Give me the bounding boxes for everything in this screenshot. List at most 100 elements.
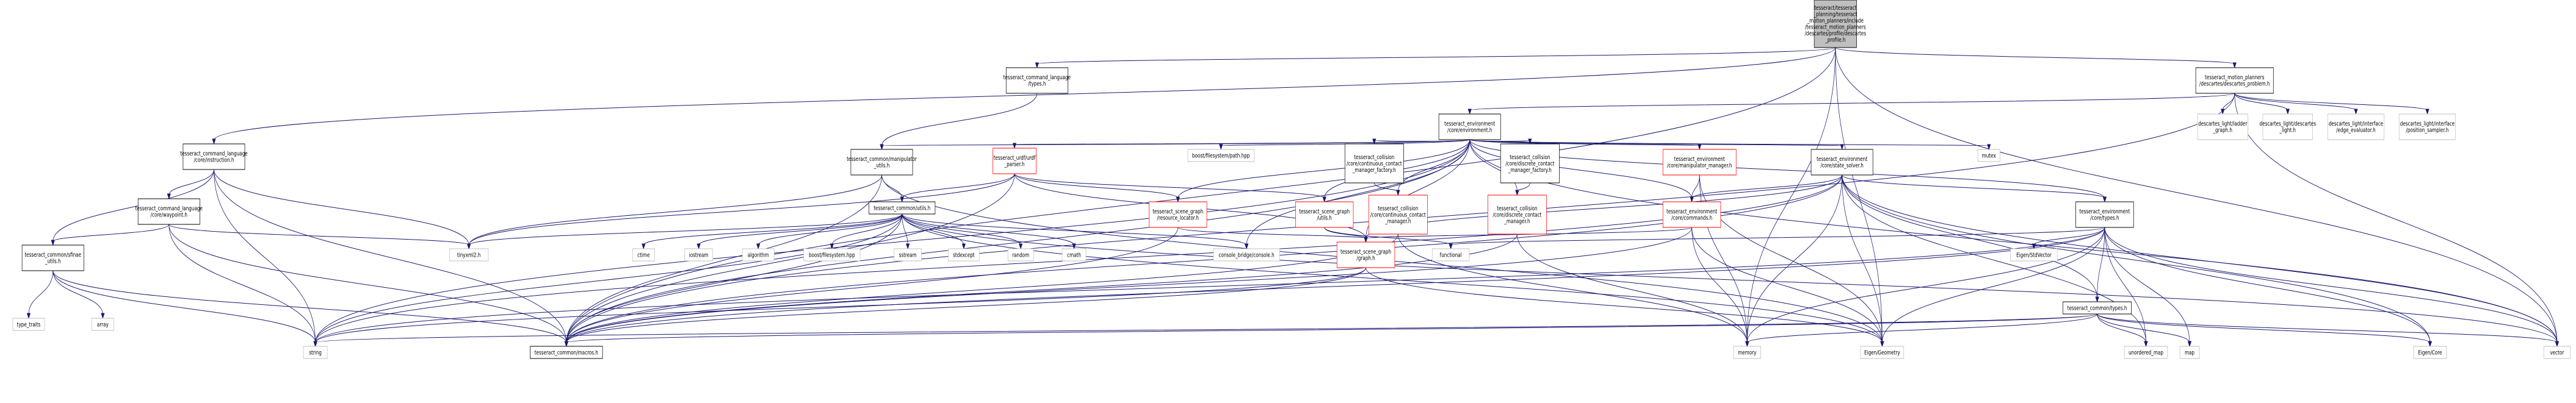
node-label-line: map	[2185, 349, 2194, 356]
node-instruction[interactable]: tesseract_command_language/core/instruct…	[180, 143, 248, 170]
node-label-line: /edge_evaluator.h	[2336, 127, 2376, 134]
node-commands[interactable]: tesseract_environment/core/commands.h	[1662, 201, 1721, 228]
node-layer: tesseract/tesseract_planning/tesseract_m…	[12, 0, 2571, 359]
node-root[interactable]: tesseract/tesseract_planning/tesseract_m…	[1805, 0, 1867, 48]
dependency-edge	[1746, 227, 2105, 343]
edge-arrowhead	[26, 313, 31, 319]
node-macros[interactable]: tesseract_common/macros.h	[530, 346, 603, 359]
node-label-line: tesseract_command_language	[1004, 74, 1071, 81]
node-resource-locator[interactable]: tesseract_scene_graph/resource_locator.h	[1149, 201, 1207, 228]
dependency-edge	[1178, 227, 1366, 239]
dependency-edge	[1842, 174, 1883, 343]
edge-arrowhead	[2285, 109, 2290, 115]
edge-arrowhead	[1467, 109, 1472, 115]
node-env-types[interactable]: tesseract_environment/core/types.h	[2075, 201, 2134, 228]
dependency-edge	[902, 173, 1015, 199]
node-urdf-parser[interactable]: tesseract_urdf/urdf_parser.h	[993, 148, 1037, 174]
dependency-edge	[2033, 227, 2105, 246]
node-state-solver[interactable]: tesseract_environment/core/state_solver.…	[1811, 149, 1873, 176]
node-environment[interactable]: tesseract_environment/core/environment.h	[1438, 113, 1501, 140]
dependency-edge	[168, 224, 316, 343]
dependency-edge	[1842, 174, 2431, 343]
dependency-edge	[1746, 47, 1836, 343]
node-disc-contact-manager[interactable]: tesseract_collision/core/discrete_contac…	[1487, 194, 1547, 235]
node-label-line: /core/state_solver.h	[1820, 163, 1864, 169]
dependency-edge	[1691, 227, 1748, 343]
node-position-sampler: descartes_light/interface/position_sampl…	[2398, 113, 2456, 140]
edge-arrowhead	[1515, 190, 1519, 196]
node-box	[1438, 113, 1501, 140]
edge-arrowhead	[900, 196, 904, 203]
node-string: string	[303, 346, 328, 359]
dependency-edge	[902, 213, 2558, 343]
node-label-line: tesseract_common/manipulator	[847, 156, 917, 163]
node-label-line: tinyxml2.h	[457, 252, 480, 259]
node-label-line: /core/commands.h	[1671, 215, 1712, 222]
node-cont-contact-manager[interactable]: tesseract_collision/core/continuous_cont…	[1368, 194, 1428, 235]
node-label-line: tesseract_common/sfinae	[24, 252, 81, 259]
edge-arrowhead	[2555, 341, 2560, 348]
node-manipulator-manager[interactable]: tesseract_environment/core/manipulator_m…	[1662, 149, 1737, 176]
edge-arrowhead	[467, 243, 471, 250]
node-label-line: tesseract_common/types.h	[2068, 305, 2127, 312]
node-label-line: _utils.h	[874, 163, 890, 169]
node-label-line: Eigen/Core	[2418, 349, 2442, 356]
node-eigen-geometry: Eigen/Geometry	[1860, 346, 1905, 359]
dependency-edge	[566, 227, 1179, 343]
node-label-line: tesseract_environment	[1444, 121, 1496, 127]
node-label-line: tesseract_collision	[1378, 205, 1418, 212]
dependency-edge	[2104, 227, 2558, 343]
node-sfinae-utils[interactable]: tesseract_common/sfinae_utils.h	[21, 244, 84, 271]
dependency-edge	[1324, 227, 1452, 246]
node-box	[2124, 346, 2168, 359]
node-waypoint[interactable]: tesseract_command_language/core/waypoint…	[136, 198, 203, 225]
node-common-utils[interactable]: tesseract_common/utils.h	[869, 201, 936, 215]
edge-arrowhead	[1880, 341, 1884, 348]
node-disc-contact-factory[interactable]: tesseract_collision/core/discrete_contac…	[1500, 143, 1560, 184]
node-box	[948, 248, 980, 262]
node-sg-graph[interactable]: tesseract_scene_graph/graph.h	[1336, 241, 1395, 268]
dependency-edge	[881, 174, 903, 199]
node-cl-types[interactable]: tesseract_command_language/types.h	[1004, 67, 1071, 94]
node-manipulator-utils[interactable]: tesseract_common/manipulator_utils.h	[847, 149, 917, 176]
edge-arrowhead	[2354, 109, 2358, 115]
edge-arrowhead	[880, 144, 884, 151]
node-label-line: /core/continuous_contact	[1370, 212, 1426, 218]
edge-arrowhead	[212, 138, 216, 145]
node-label-line: algorithm	[748, 252, 769, 259]
node-label-line: tesseract_environment	[1674, 156, 1726, 163]
node-label-line: /core/discrete_contact	[1492, 212, 1541, 218]
node-sstream: sstream	[894, 248, 922, 262]
dependency-edge	[315, 267, 1366, 343]
node-box	[684, 248, 714, 262]
node-sg-utils[interactable]: tesseract_scene_graph/utils.h	[1295, 201, 1354, 228]
node-label-line: /core/instruction.h	[194, 157, 234, 164]
node-label-line: /descartes/profile/descartes	[1805, 30, 1867, 37]
dependency-edge	[1746, 174, 1842, 343]
node-eigen-core: Eigen/Core	[2413, 346, 2447, 359]
node-label-line: tesseract/tesseract	[1814, 5, 1857, 12]
edge-arrowhead	[756, 243, 761, 250]
dependency-edge	[214, 169, 469, 246]
dependency-edge	[1014, 173, 1325, 199]
node-label-line: vector	[2550, 349, 2564, 356]
edge-layer	[26, 47, 2560, 348]
node-common-types[interactable]: tesseract_common/types.h	[2063, 301, 2132, 315]
dependency-edge	[566, 213, 903, 343]
node-cont-contact-factory[interactable]: tesseract_collision/core/continuous_cont…	[1344, 143, 1404, 184]
dependency-edge	[1517, 182, 1530, 192]
edge-arrowhead	[696, 243, 701, 250]
edge-arrowhead	[1035, 62, 1039, 69]
node-label-line: _graph.h	[2213, 127, 2232, 134]
dependency-edge	[52, 169, 214, 242]
node-box	[1487, 194, 1547, 235]
node-box	[742, 248, 775, 262]
dependency-edge	[1699, 174, 1748, 343]
node-descartes-problem[interactable]: tesseract_motion_planners/descartes/desc…	[2195, 67, 2274, 94]
dependency-edge	[902, 213, 1021, 246]
node-label-line: random	[1012, 252, 1029, 259]
node-label-line: tesseract_motion_planners	[2205, 74, 2265, 81]
dependency-edge	[2234, 93, 2356, 111]
dependency-edge	[2104, 227, 2146, 343]
